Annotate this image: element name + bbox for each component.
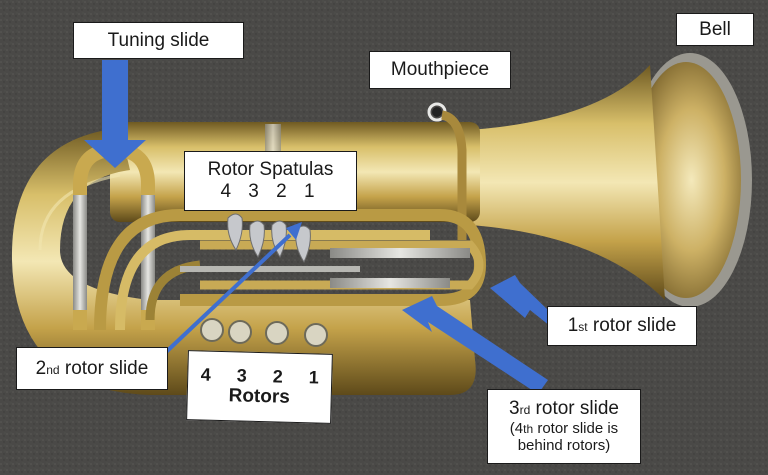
rotor-number: 1: [308, 367, 320, 388]
second-rotor-slide-text: 2nd rotor slide: [36, 358, 149, 380]
bell: [470, 53, 752, 307]
rotor-number: 3: [236, 365, 248, 386]
third-rotor-slide-arrow: [402, 296, 548, 394]
tuning-slide-label: Tuning slide: [73, 22, 244, 59]
rotor-numbers: 4 3 2 1: [201, 364, 320, 388]
first-rotor-slide-arrow: [490, 275, 555, 330]
fourth-rotor-slide-note-line2: behind rotors): [517, 437, 611, 455]
note-rest: rotor slide is: [533, 420, 619, 438]
ordinal-number: 1: [567, 315, 579, 337]
mouthpiece-label-text: Mouthpiece: [390, 59, 490, 81]
second-rotor-slide-label: 2nd rotor slide: [16, 347, 168, 390]
mouthpiece-label: Mouthpiece: [369, 51, 511, 89]
rotor-spatulas-title: Rotor Spatulas: [207, 159, 334, 181]
rotor-number: 4: [200, 364, 212, 385]
rotors-title: Rotors: [228, 385, 291, 409]
note-open: (4: [509, 420, 524, 438]
rotor-2: [265, 321, 289, 345]
rotor-spatulas-label: Rotor Spatulas 4 3 2 1: [184, 151, 357, 211]
spatulas-arrow: [163, 222, 302, 355]
rotors: [200, 318, 328, 347]
mouthpiece: [427, 102, 467, 240]
rotor-1: [304, 323, 328, 347]
first-rotor-slide-label: 1st rotor slide: [547, 306, 697, 346]
rotor-spatulas: [227, 213, 311, 264]
label-rest: rotor slide: [59, 357, 149, 379]
ordinal-number: 3: [509, 398, 520, 420]
first-rotor-slide-text: 1st rotor slide: [568, 315, 677, 337]
spatula-1: [295, 225, 311, 264]
ordinal-suffix: nd: [46, 362, 60, 377]
tuning-slide-arrow: [84, 60, 146, 168]
third-rotor-slide-text: 3rd rotor slide: [509, 398, 619, 420]
ordinal-suffix: st: [578, 320, 588, 335]
spatula-4: [227, 213, 243, 252]
bell-label-text: Bell: [699, 18, 731, 40]
fourth-rotor-slide-note: (4th rotor slide is: [510, 420, 618, 437]
ordinal-number: 2: [35, 357, 47, 379]
third-rotor-slide-label: 3rd rotor slide (4th rotor slide is behi…: [487, 389, 641, 464]
rotor-number: 2: [272, 366, 284, 387]
ordinal-suffix: rd: [519, 403, 531, 418]
spatula-3: [249, 220, 265, 259]
rotors-label: 4 3 2 1 Rotors: [186, 350, 333, 424]
rotor-3: [228, 320, 252, 344]
linkage-bar: [180, 266, 360, 272]
rotor-4: [200, 318, 224, 342]
label-rest: rotor slide: [587, 315, 677, 337]
label-rest: rotor slide: [530, 398, 619, 420]
bell-label: Bell: [676, 13, 754, 46]
rotor-spatulas-numbers: 4 3 2 1: [220, 181, 321, 202]
note-ordinal: th: [523, 422, 534, 437]
tuning-slide-label-text: Tuning slide: [107, 29, 210, 51]
